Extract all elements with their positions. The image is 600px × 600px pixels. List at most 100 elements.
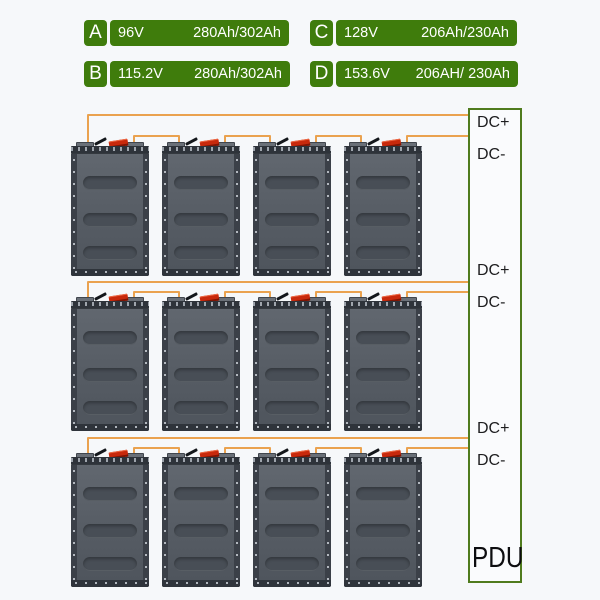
battery-body xyxy=(71,153,149,276)
battery-flange-right xyxy=(325,465,331,586)
legend-letter-d: D xyxy=(310,61,333,87)
battery-body xyxy=(344,308,422,431)
battery-slot xyxy=(356,176,410,190)
dc-minus-label-row3: DC- xyxy=(477,452,506,469)
battery-slot xyxy=(356,213,410,227)
battery-body xyxy=(71,464,149,587)
battery-module xyxy=(252,137,332,276)
battery-body xyxy=(71,308,149,431)
legend-letter-c: C xyxy=(310,20,333,46)
battery-flange-bottom xyxy=(71,424,149,431)
legend-letter-a: A xyxy=(84,20,107,46)
legend-item-a: A 96V 280Ah/302Ah xyxy=(84,20,289,46)
dc-plus-label-row2: DC+ xyxy=(477,262,510,279)
battery-flange-right xyxy=(325,154,331,275)
battery-flange-left xyxy=(71,465,77,586)
battery-slot xyxy=(174,368,228,382)
battery-slot xyxy=(356,368,410,382)
battery-body xyxy=(162,153,240,276)
battery-slot xyxy=(356,557,410,571)
battery-top-rail xyxy=(162,301,240,309)
legend-item-d: D 153.6V 206AH/ 230Ah xyxy=(310,61,518,87)
battery-flange-right xyxy=(416,309,422,430)
battery-flange-left xyxy=(162,465,168,586)
battery-module xyxy=(343,448,423,587)
dc-minus-label-row2: DC- xyxy=(477,294,506,311)
legend-capacity-c: 206Ah/230Ah xyxy=(421,25,509,41)
dc-plus-label-row1: DC+ xyxy=(477,114,510,131)
battery-body xyxy=(162,308,240,431)
battery-slot xyxy=(356,487,410,501)
battery-module xyxy=(70,137,150,276)
battery-flange-left xyxy=(71,154,77,275)
battery-slot xyxy=(174,487,228,501)
battery-flange-bottom xyxy=(253,580,331,587)
battery-flange-right xyxy=(416,154,422,275)
battery-slot xyxy=(83,213,137,227)
battery-flange-right xyxy=(143,309,149,430)
legend-voltage-b: 115.2V xyxy=(118,66,163,82)
battery-flange-left xyxy=(162,309,168,430)
battery-flange-bottom xyxy=(253,269,331,276)
battery-slot xyxy=(265,331,319,345)
pdu-title: PDU xyxy=(472,542,524,574)
battery-slot xyxy=(265,487,319,501)
battery-slot xyxy=(356,246,410,260)
battery-flange-left xyxy=(253,309,259,430)
battery-slot xyxy=(83,246,137,260)
battery-top-rail xyxy=(253,146,331,154)
battery-flange-right xyxy=(234,309,240,430)
battery-slot xyxy=(174,176,228,190)
battery-module xyxy=(161,448,241,587)
battery-body xyxy=(253,153,331,276)
battery-flange-bottom xyxy=(162,424,240,431)
wire-dc-plus-row1 xyxy=(87,114,469,153)
legend-capacity-a: 280Ah/302Ah xyxy=(193,25,281,41)
battery-flange-left xyxy=(162,154,168,275)
battery-slot xyxy=(174,524,228,538)
battery-slot xyxy=(83,368,137,382)
battery-slot xyxy=(174,331,228,345)
battery-top-rail xyxy=(71,146,149,154)
legend-item-b: B 115.2V 280Ah/302Ah xyxy=(84,61,290,87)
battery-flange-left xyxy=(253,154,259,275)
battery-module xyxy=(343,292,423,431)
legend-value-a: 96V 280Ah/302Ah xyxy=(110,20,289,46)
battery-flange-right xyxy=(416,465,422,586)
battery-module xyxy=(70,292,150,431)
battery-top-rail xyxy=(162,457,240,465)
battery-flange-left xyxy=(344,465,350,586)
legend-voltage-d: 153.6V xyxy=(344,66,390,82)
battery-slot xyxy=(265,401,319,415)
battery-slot xyxy=(265,368,319,382)
battery-slot xyxy=(265,176,319,190)
battery-slot xyxy=(83,401,137,415)
battery-slot xyxy=(174,557,228,571)
dc-plus-label-row3: DC+ xyxy=(477,420,510,437)
battery-slot xyxy=(174,213,228,227)
battery-slot xyxy=(174,246,228,260)
battery-flange-bottom xyxy=(344,424,422,431)
battery-top-rail xyxy=(71,457,149,465)
battery-top-rail xyxy=(162,146,240,154)
battery-slot xyxy=(265,557,319,571)
battery-flange-right xyxy=(234,154,240,275)
legend-item-c: C 128V 206Ah/230Ah xyxy=(310,20,517,46)
battery-flange-bottom xyxy=(162,580,240,587)
battery-slot xyxy=(83,524,137,538)
battery-flange-left xyxy=(253,465,259,586)
battery-flange-left xyxy=(71,309,77,430)
battery-slot xyxy=(174,401,228,415)
battery-slot xyxy=(356,401,410,415)
battery-slot xyxy=(356,331,410,345)
legend-letter-b: B xyxy=(84,61,107,87)
battery-top-rail xyxy=(344,301,422,309)
legend-voltage-c: 128V xyxy=(344,25,378,41)
legend-voltage-a: 96V xyxy=(118,25,144,41)
battery-top-rail xyxy=(253,301,331,309)
battery-flange-left xyxy=(344,154,350,275)
battery-flange-bottom xyxy=(71,269,149,276)
battery-top-rail xyxy=(344,457,422,465)
battery-module xyxy=(70,448,150,587)
